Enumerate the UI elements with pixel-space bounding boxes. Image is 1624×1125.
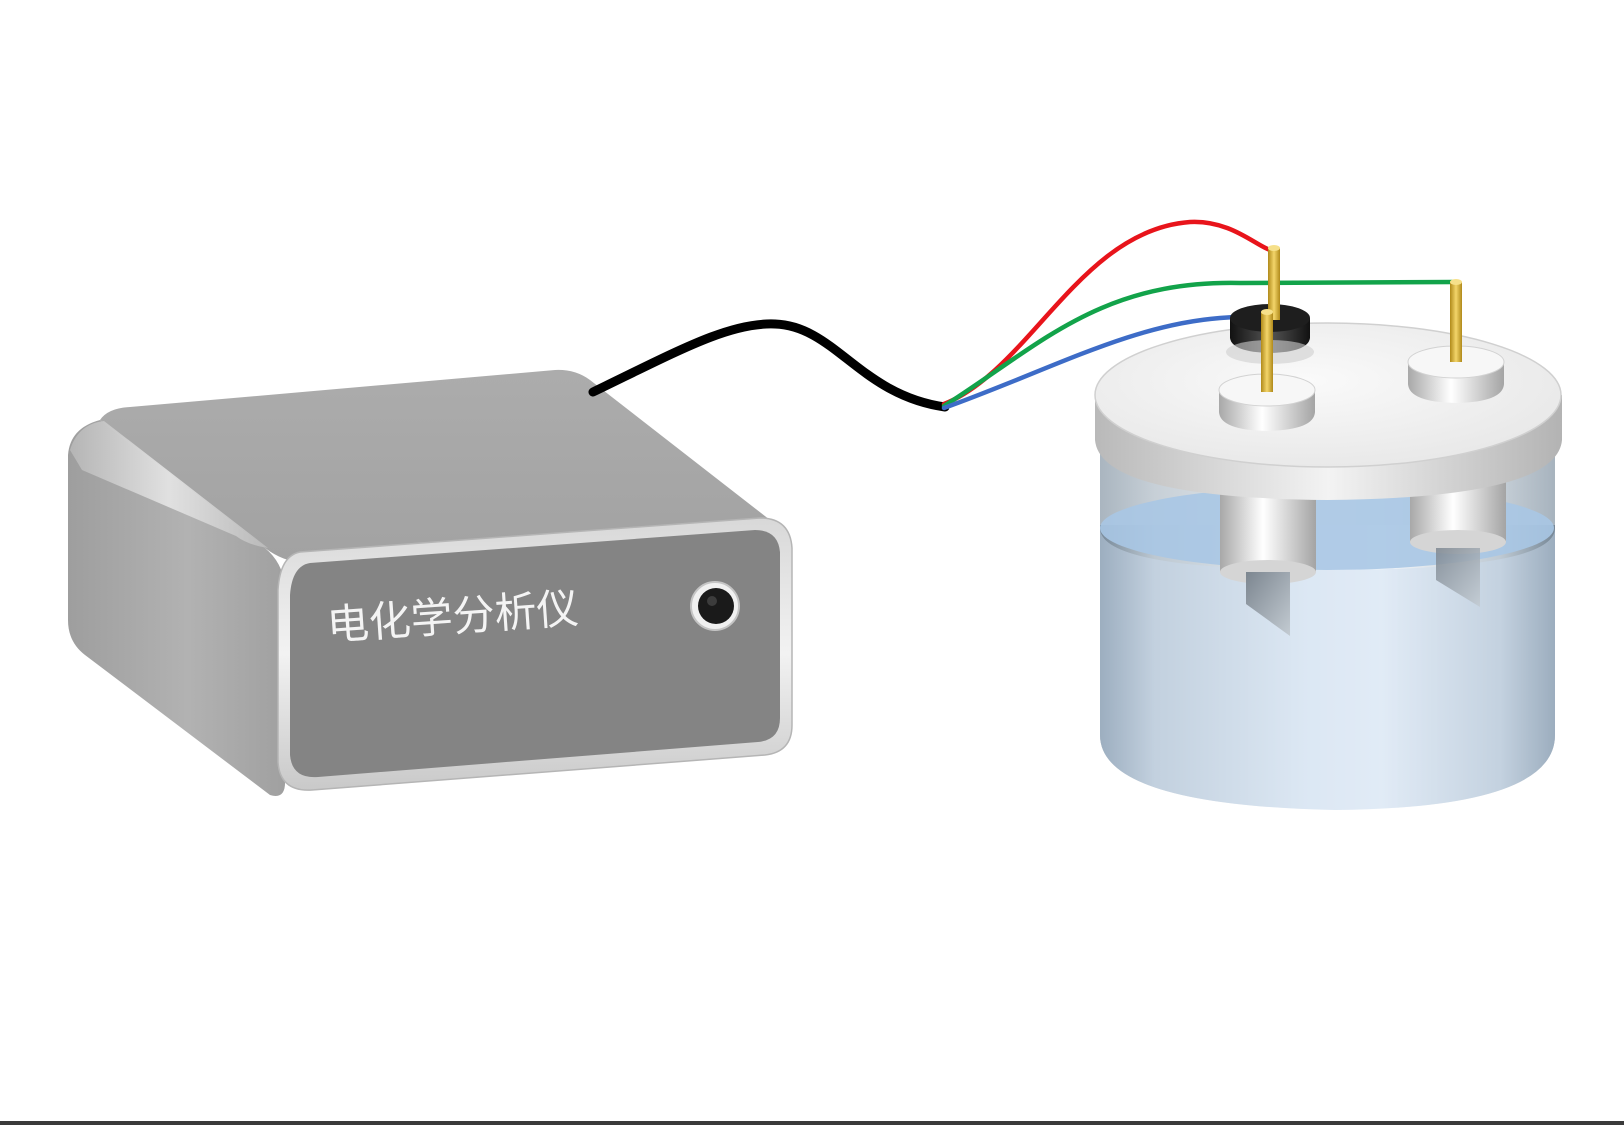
blue-lead bbox=[941, 312, 1267, 411]
bottom-border bbox=[0, 1121, 1624, 1125]
power-button[interactable] bbox=[690, 581, 740, 631]
gold-pin-red bbox=[1268, 245, 1280, 320]
power-button-icon bbox=[698, 588, 734, 624]
analyzer-front-panel bbox=[290, 530, 780, 778]
analyzer-edge-highlight bbox=[70, 421, 268, 548]
electrolytic-cell bbox=[1094, 245, 1562, 810]
cables bbox=[588, 219, 1458, 412]
electrochemical-analyzer: 电化学分析仪 bbox=[68, 369, 793, 796]
green-lead bbox=[941, 279, 1458, 409]
main-cable bbox=[588, 319, 950, 412]
gold-pin-green bbox=[1450, 279, 1462, 362]
gold-pin-blue bbox=[1261, 309, 1273, 392]
analyzer-top-face bbox=[100, 369, 777, 563]
electrolyte-body bbox=[1100, 528, 1555, 810]
red-lead bbox=[941, 219, 1273, 407]
analyzer-left-face bbox=[68, 420, 286, 796]
